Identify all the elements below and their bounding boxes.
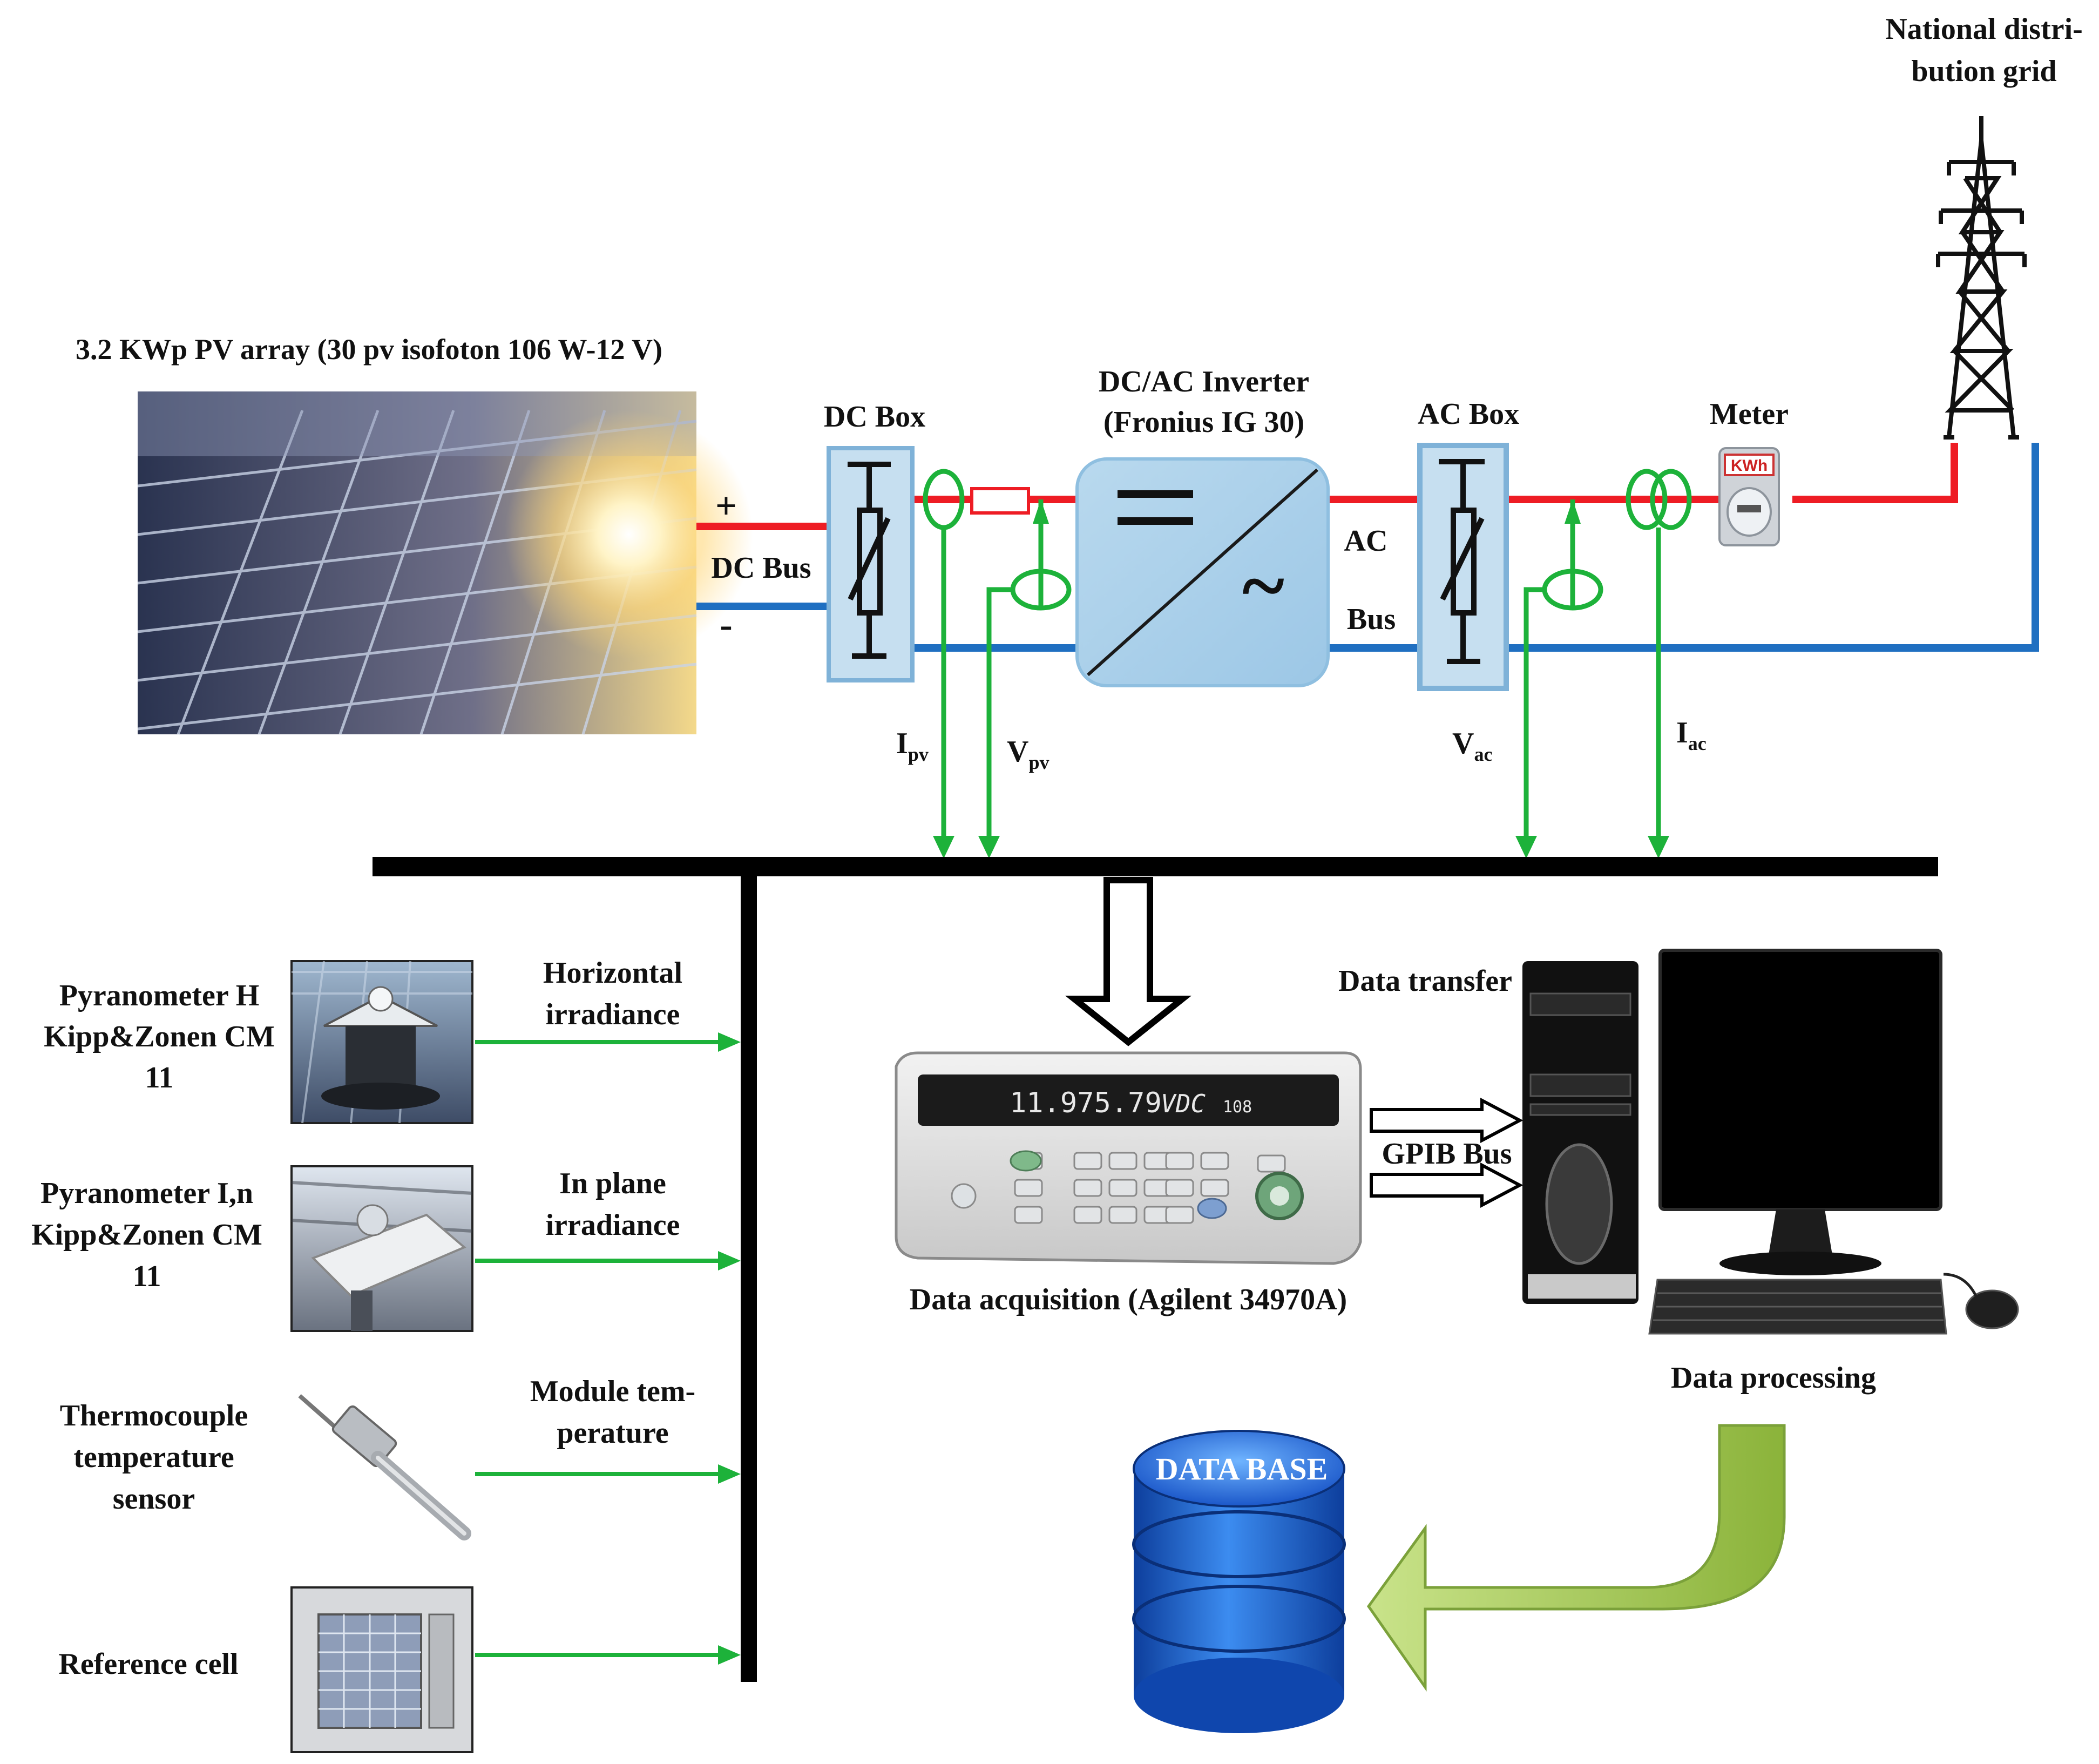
inverter-line1: DC/AC Inverter <box>1099 365 1309 398</box>
sensor-2-line1: Pyranometer I,n <box>40 1177 253 1210</box>
sensor-3-signal-line1: Module tem- <box>530 1375 695 1408</box>
to-database-arrow <box>1366 1424 1786 1692</box>
ac-bus-line2: Bus <box>1347 603 1396 636</box>
daq-display-value: 11.975.79 <box>1010 1087 1162 1119</box>
gpib-arrows <box>1370 1098 1524 1208</box>
ac-box-label: AC Box <box>1418 397 1519 431</box>
inverter-ac-symbol: ~ <box>1242 541 1284 631</box>
dc-bus-minus: - <box>720 604 732 646</box>
data-bus-vertical <box>741 864 757 1682</box>
dc-bus-label: DC Bus <box>711 551 811 585</box>
computer-keyboard <box>1648 1279 1947 1335</box>
meter-badge: KWh <box>1731 457 1768 475</box>
sensor-2-line3: 11 <box>133 1260 161 1293</box>
ac-box <box>1417 443 1509 691</box>
sensor-3-signal-line2: perature <box>557 1416 668 1450</box>
dc-box <box>827 446 915 682</box>
inverter: ~ <box>1075 457 1330 687</box>
gpib-bus-label: GPIB Bus <box>1382 1137 1512 1171</box>
daq-display-unit: VDC <box>1161 1089 1206 1118</box>
data-transfer-label: Data transfer <box>1338 964 1512 998</box>
pv-array-photo <box>137 391 753 735</box>
daq-label: Data acquisition (Agilent 34970A) <box>910 1283 1347 1316</box>
sensor-3-line1: Thermocouple <box>60 1399 248 1432</box>
sensor-1-signal-line1: Horizontal <box>543 956 682 990</box>
kwh-meter: KWh <box>1718 447 1780 546</box>
inverter-line2: (Fronius IG 30) <box>1103 405 1304 439</box>
ipv-label: Ipv <box>896 727 929 765</box>
data-processing-label: Data processing <box>1671 1361 1876 1395</box>
computer-tower <box>1522 961 1638 1304</box>
signal-arrowheads <box>933 499 1669 859</box>
grid-title-line1: National distri- <box>1885 12 2083 46</box>
sensor-2-signal-line1: In plane <box>559 1167 666 1200</box>
reference-cell-photo <box>290 1586 473 1753</box>
sensor-2-signal-line2: irradiance <box>546 1208 680 1242</box>
pv-array-title: 3.2 KWp PV array (30 pv isofoton 106 W-1… <box>76 333 662 366</box>
sensor-2-line2: Kipp&Zonen CM <box>31 1218 262 1252</box>
iac-label: Iac <box>1676 716 1707 754</box>
dc-box-label: DC Box <box>824 400 925 434</box>
computer-monitor <box>1658 949 1942 1275</box>
negative-line <box>696 443 2039 652</box>
sensor-1-line2: Kipp&Zonen CM <box>44 1020 275 1053</box>
thermocouple-photo <box>292 1380 472 1542</box>
grid-title-line2: bution grid <box>1911 55 2056 88</box>
bus-to-daq-arrow <box>1065 877 1192 1046</box>
sensor-1-line3: 11 <box>145 1061 174 1094</box>
data-acquisition-unit: 11.975.79 VDC 108 <box>895 1051 1362 1265</box>
sensor-4-line1: Reference cell <box>58 1647 238 1681</box>
daq-display-extra: 108 <box>1223 1098 1252 1117</box>
sensor-1-line1: Pyranometer H <box>59 979 260 1012</box>
sensor-arrowheads <box>718 1032 741 1665</box>
sensor-3-line3: sensor <box>113 1482 195 1516</box>
ac-bus-line1: AC <box>1344 524 1388 558</box>
sensor-1-signal-line2: irradiance <box>546 998 680 1031</box>
transmission-tower-icon <box>1936 116 2027 440</box>
dc-fuse <box>970 487 1030 515</box>
pyranometer-h-photo <box>290 960 473 1124</box>
sensor-3-line2: temperature <box>73 1441 234 1474</box>
vpv-label: Vpv <box>1007 735 1049 773</box>
data-bus-horizontal <box>373 857 1938 876</box>
dc-bus-plus: + <box>715 485 737 527</box>
signal-lines <box>923 469 1692 842</box>
database-icon <box>1132 1430 1346 1733</box>
sensor-arrows <box>475 1040 723 1657</box>
vac-label: Vac <box>1452 727 1492 765</box>
database-label: DATA BASE <box>1156 1451 1328 1486</box>
pyranometer-in-plane-photo <box>290 1165 473 1332</box>
meter-label: Meter <box>1710 397 1789 431</box>
computer-mouse <box>1943 1273 2019 1329</box>
